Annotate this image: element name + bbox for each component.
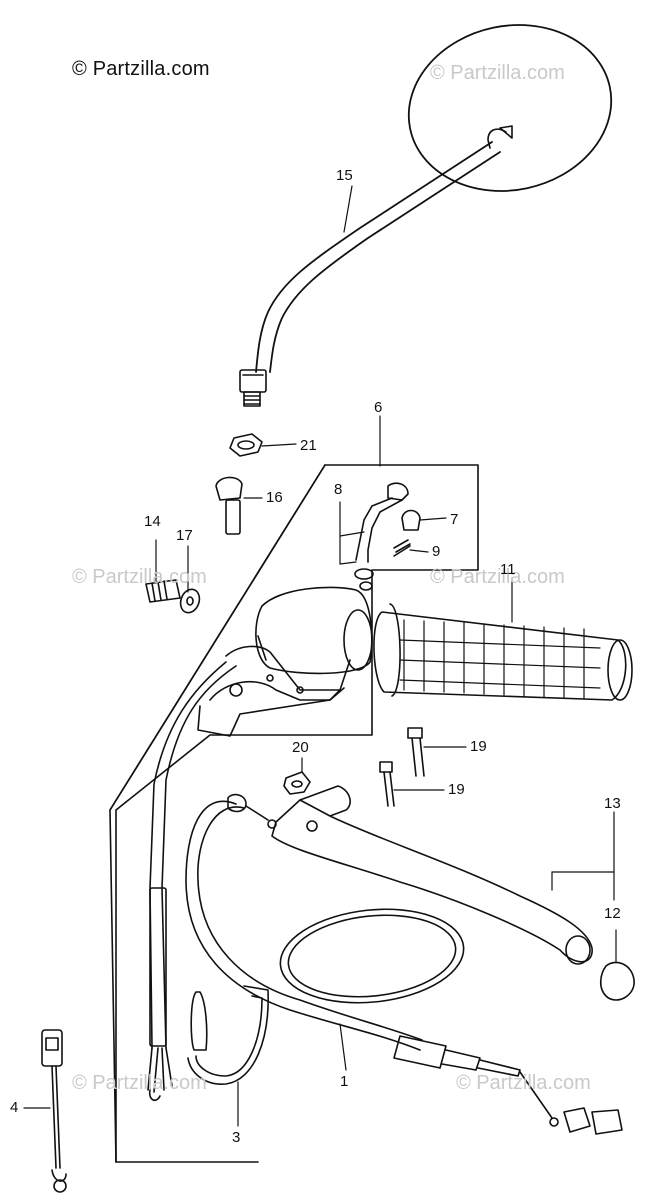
callout-15: 15 [336, 167, 353, 184]
mirror-head [407, 24, 613, 192]
callout-4: 4 [10, 1099, 19, 1116]
watermark: © Partzilla.com [430, 62, 565, 84]
copyright-text: © Partzilla.com [72, 58, 210, 80]
screw-14 [145, 579, 181, 603]
switch-housing [197, 586, 373, 737]
wire-harness [147, 661, 237, 1102]
mirror-stem [239, 125, 513, 407]
watermark: © Partzilla.com [430, 566, 565, 588]
callout-11: 11 [500, 561, 516, 578]
callout-8: 8 [334, 481, 343, 498]
watermark: © Partzilla.com [72, 1072, 207, 1094]
bolt-19b [379, 761, 395, 807]
callout-14: 14 [144, 513, 161, 530]
bolt-19a [407, 727, 425, 777]
callout-20: 20 [292, 739, 309, 756]
band-3 [187, 985, 269, 1085]
bolt-16 [215, 476, 243, 535]
callout-12: 12 [604, 905, 621, 922]
callout-6: 6 [374, 399, 383, 416]
callout-1: 1 [340, 1073, 349, 1090]
nut-21 [229, 433, 263, 457]
washer-17 [179, 588, 201, 614]
callout-16: 16 [266, 489, 283, 506]
callout-21: 21 [300, 437, 317, 454]
spring-9 [393, 539, 411, 557]
lever-13 [271, 785, 593, 965]
cap-12 [599, 961, 635, 1001]
watermark: © Partzilla.com [456, 1072, 591, 1094]
callout-3: 3 [232, 1129, 241, 1146]
callout-19: 19 [448, 781, 465, 798]
cap-7 [401, 509, 421, 531]
bracket-8 [354, 482, 409, 591]
nut-20 [283, 771, 311, 795]
callout-19: 19 [470, 738, 487, 755]
callout-7: 7 [450, 511, 459, 528]
switch-4 [41, 1029, 67, 1193]
assembly-outline [115, 464, 479, 1163]
leader-lines [23, 185, 617, 1127]
cable-1 [185, 793, 623, 1135]
callout-9: 9 [432, 543, 441, 560]
callout-17: 17 [176, 527, 193, 544]
callout-13: 13 [604, 795, 621, 812]
grip-11 [373, 603, 633, 701]
watermark: © Partzilla.com [72, 566, 207, 588]
